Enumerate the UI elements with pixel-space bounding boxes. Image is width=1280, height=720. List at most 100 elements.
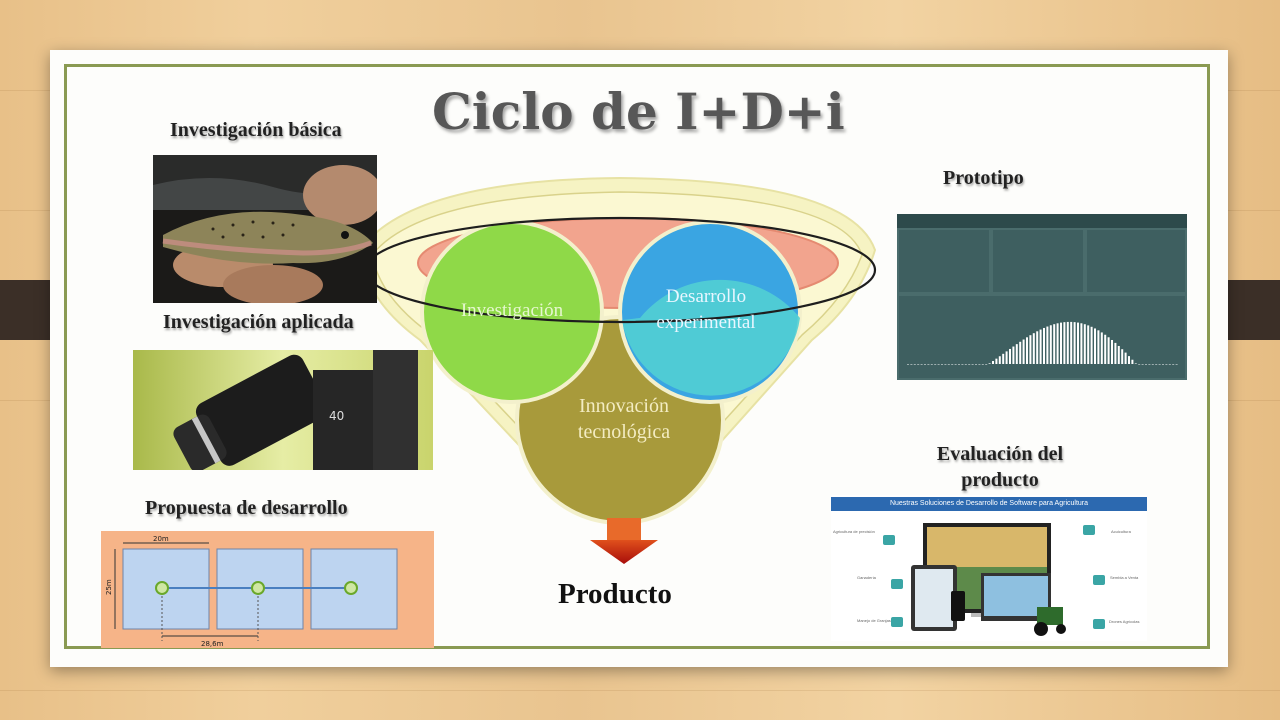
arrow-head [590,540,658,564]
prototype-bar [1100,332,1103,364]
prototype-bar [1073,322,1076,364]
prototype-bar [944,364,947,365]
innovation-text-line1: Innovación [579,395,669,417]
prototype-bar [1162,364,1164,365]
label-basic-research: Investigación básica [170,119,342,141]
prototype-bar [1151,364,1154,365]
prototype-bar [1158,364,1161,365]
prototype-bar [947,364,950,365]
prototype-bar [1046,326,1049,364]
prototype-bar [924,364,926,365]
label-prototype: Prototipo [943,167,1024,189]
prototype-bar [1145,364,1147,365]
prototype-bar [920,364,923,365]
prototype-bar [1022,339,1025,364]
prototype-bar [1090,326,1093,364]
development-overlap [622,279,800,396]
eval-left-item-2: Manejo de Granjas [857,618,891,623]
prototype-bar [988,363,991,364]
eval-right-item-2: Drones Agrícolas [1109,619,1140,624]
prototype-dashboard [897,214,1187,380]
prototype-bar [1002,353,1005,364]
spacing-label: 28,6m [201,640,224,648]
prototype-bar [1114,342,1117,364]
prototype-bar [1049,325,1052,364]
label-proposal: Propuesta de desarrollo [145,497,348,519]
innovation-text-line2: tecnológica [578,421,670,443]
prototype-bar [1117,345,1120,364]
prototype-bar [1155,364,1158,365]
evaluation-panel: Nuestras Soluciones de Desarrollo de Sof… [831,495,1147,641]
prototype-bar [1070,321,1073,364]
prototype-bar [961,364,964,365]
label-evaluation: Evaluación del producto [936,443,1064,491]
prototype-bar [1036,331,1039,364]
eval-left-item-0: Agricultura de precisión [833,529,875,534]
prototype-bar [1111,339,1113,364]
width-label: 20m [153,535,169,543]
prototype-bar [1124,352,1127,364]
height-label: 25m [105,579,113,595]
prototype-bar [927,364,930,365]
development-text-line1: Desarrollo [666,286,746,307]
prototype-bar [978,364,981,365]
prototype-bar [1128,356,1130,364]
prototype-bar [971,364,974,365]
prototype-bar [1094,328,1096,364]
prototype-bar [1080,323,1083,364]
right-clip [1228,280,1280,340]
microscope-photo: 40 [133,350,433,470]
prototype-bar [913,364,916,365]
arrow-shaft [607,518,641,540]
trout-photo [153,155,377,303]
evaluation-heading: Nuestras Soluciones de Desarrollo de Sof… [831,497,1147,511]
prototype-bar [1053,324,1056,364]
prototype-bar [998,356,1001,364]
prototype-bar [937,364,940,365]
prototype-bar [968,364,971,365]
prototype-bar [964,364,967,365]
prototype-bar [1026,337,1028,364]
prototype-bar [934,364,937,365]
output-product: Producto [558,578,672,610]
eval-right-item-0: Acuicultura [1111,529,1131,534]
prototype-bar [958,364,960,365]
prototype-bar [1104,334,1107,364]
prototype-bar [1168,364,1171,365]
prototype-bar [1165,364,1168,365]
development-text-line2: experimental [656,312,755,333]
prototype-bar [1172,364,1175,365]
prototype-bar [1097,330,1100,364]
prototype-bar [995,358,998,364]
prototype-bar [1029,335,1032,364]
prototype-bar [1175,364,1178,365]
prototype-bar [1148,364,1151,365]
prototype-bar [1138,364,1141,365]
slide-frame [64,64,1210,649]
prototype-bar [941,364,943,365]
prototype-bar [907,364,909,365]
prototype-bar [1060,322,1062,364]
prototype-bar [1063,322,1066,364]
proposal-layout: 20m 25m 28,6m [101,531,434,648]
prototype-bar [1005,351,1008,364]
prototype-bar [1134,363,1137,364]
prototype-bar [1019,341,1022,364]
prototype-bar [981,364,984,365]
prototype-bar [1043,327,1045,364]
prototype-bar [1009,348,1011,364]
prototype-bar [1121,349,1124,364]
prototype-bar [1141,364,1144,365]
left-clip [0,280,52,340]
prototype-bar [1032,333,1035,364]
prototype-bar [917,364,920,365]
slide-title: Ciclo de I+D+i [432,82,845,141]
prototype-bar [1077,322,1079,364]
prototype-bar [1087,325,1090,364]
prototype-bar [930,364,933,365]
prototype-bar [1015,344,1018,364]
prototype-bar [992,361,994,364]
prototype-bar [1056,323,1059,364]
prototype-bars [907,321,1178,365]
